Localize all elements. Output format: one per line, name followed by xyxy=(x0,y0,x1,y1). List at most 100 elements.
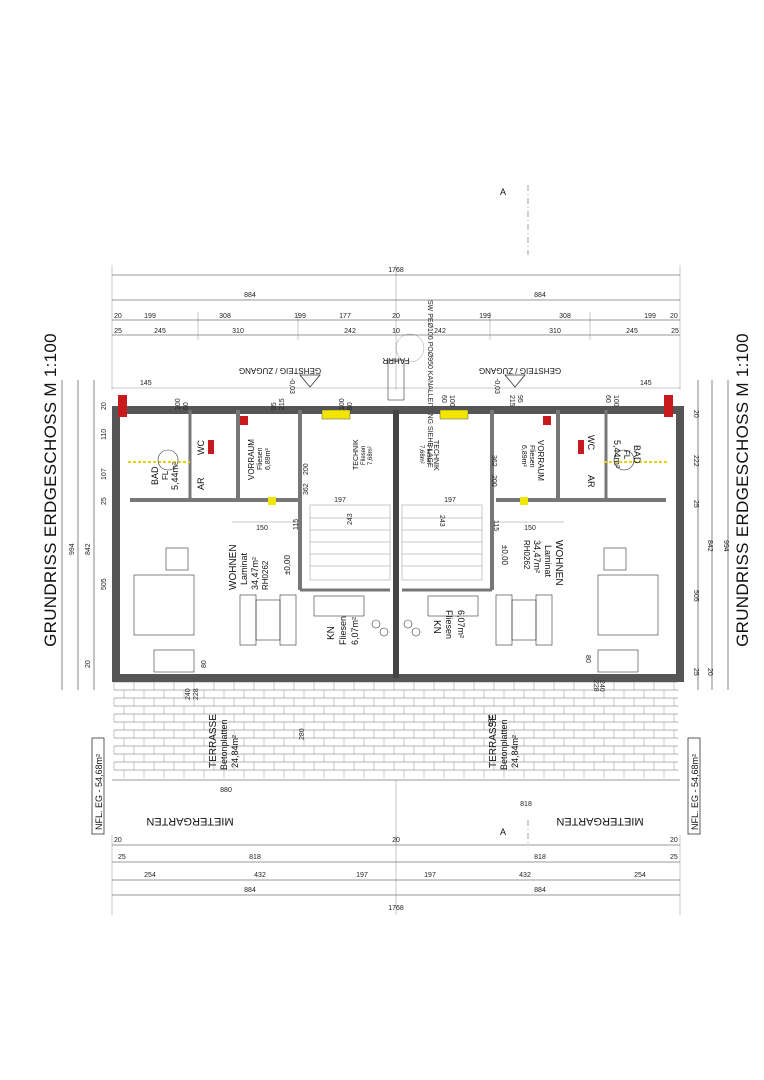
ar-label-left: AR xyxy=(196,477,206,490)
svg-text:215: 215 xyxy=(279,398,286,410)
dim-top2-5: 10 xyxy=(392,328,400,335)
section-marker-bottom: A xyxy=(500,827,506,837)
svg-text:20: 20 xyxy=(692,410,699,418)
technik-floor-left: Fliesen xyxy=(361,446,367,465)
svg-text:197: 197 xyxy=(444,497,456,504)
svg-text:197: 197 xyxy=(334,497,346,504)
wohnen-level-left: ±0,00 xyxy=(283,554,292,575)
svg-text:994: 994 xyxy=(69,543,76,555)
tenant-garden: 880 818 MIETERGARTEN MIETERGARTEN xyxy=(112,779,680,845)
svg-text:150: 150 xyxy=(524,525,536,532)
section-line: A A xyxy=(500,185,529,845)
svg-text:150: 150 xyxy=(256,525,268,532)
svg-text:818: 818 xyxy=(249,854,261,861)
technik-label-right: TECHNIK xyxy=(432,440,439,471)
technik-floor-right: Fliesen xyxy=(425,445,431,464)
dim-145-left: 145 xyxy=(140,380,152,387)
svg-text:243: 243 xyxy=(438,515,445,527)
bad-area-right: 5,44m² xyxy=(612,440,622,468)
terrasse-label-right: TERRASSE xyxy=(488,714,499,768)
svg-text:20: 20 xyxy=(85,660,92,668)
nfl-right: NFL. EG - 54,68m² xyxy=(690,754,700,830)
dim-top-6: 308 xyxy=(559,313,571,320)
wohnen-height-right: RH0262 xyxy=(522,540,531,570)
bad-label-left: BAD xyxy=(150,466,160,485)
street-access: GEHSTEIG / ZUGANG GEHSTEIG / ZUGANG FAHR… xyxy=(112,333,680,401)
svg-text:60: 60 xyxy=(183,402,190,410)
svg-text:197: 197 xyxy=(424,872,436,879)
svg-text:880: 880 xyxy=(220,787,232,794)
wc-label-right: WC xyxy=(586,435,596,450)
terrasse-area-left: 24,84m² xyxy=(230,735,240,768)
dim-top-1: 199 xyxy=(144,313,156,320)
svg-text:200: 200 xyxy=(303,463,310,475)
svg-text:884: 884 xyxy=(534,887,546,894)
vorraum-label-left: VORRAUM xyxy=(247,439,256,480)
wohnen-area-left: 34,47m² xyxy=(250,557,260,590)
svg-text:884: 884 xyxy=(244,887,256,894)
bad-area-left: 5,44m² xyxy=(170,462,180,490)
terrasse-label-left: TERRASSE xyxy=(208,714,219,768)
svg-text:362: 362 xyxy=(490,455,497,467)
plan-title-right: GRUNDRISS ERDGESCHOSS M 1:100 xyxy=(733,333,752,647)
top-dimension-chains: 1768 884 884 20 20 20 199 308 199 177 19… xyxy=(111,265,681,390)
wohnen-floor-left: Laminat xyxy=(239,552,249,585)
dim-top2-1: 25 xyxy=(114,328,122,335)
wohnen-area-right: 34,47m² xyxy=(532,540,542,573)
sidewalk-label-left: GEHSTEIG / ZUGANG xyxy=(239,366,321,375)
dim-top2-2: 245 xyxy=(154,328,166,335)
terrace-paving xyxy=(113,681,678,778)
terrasse-area-right: 24,84m² xyxy=(510,735,520,768)
dim-mid-wall: 20 xyxy=(392,313,400,320)
level-left: -0,03 xyxy=(288,378,295,394)
section-marker-top: A xyxy=(500,187,506,197)
dim-half-right-top: 884 xyxy=(534,292,546,299)
plan-title-left: GRUNDRISS ERDGESCHOSS M 1:100 xyxy=(41,333,60,647)
svg-text:107: 107 xyxy=(101,468,108,480)
bad-floor-right: FL xyxy=(622,450,631,460)
kn-area-right: 6,07m² xyxy=(456,610,466,638)
technik-area-left: 7,68m² xyxy=(368,446,374,465)
svg-text:818: 818 xyxy=(534,854,546,861)
svg-text:20: 20 xyxy=(706,668,713,676)
left-dimension-chain: 994 842 505 20 110 107 25 20 xyxy=(61,380,108,690)
technik-area-right: 7,68m² xyxy=(418,445,424,464)
entry-arrow-left xyxy=(299,374,321,388)
svg-text:100: 100 xyxy=(612,395,619,407)
kn-area-left: 6,07m² xyxy=(350,617,360,645)
svg-text:280: 280 xyxy=(486,715,493,727)
dim-top-3: 199 xyxy=(294,313,306,320)
wohnen-height-left: RH0262 xyxy=(261,560,270,590)
svg-text:100: 100 xyxy=(448,395,455,407)
nfl-boxes: NFL. EG - 54,68m² NFL. EG - 54,68m² xyxy=(91,737,701,835)
svg-text:280: 280 xyxy=(299,728,306,740)
kn-floor-right: Fliesen xyxy=(444,610,454,639)
svg-text:1768: 1768 xyxy=(388,905,404,912)
svg-text:254: 254 xyxy=(634,872,646,879)
dim-top2-3: 310 xyxy=(232,328,244,335)
svg-text:197: 197 xyxy=(356,872,368,879)
svg-text:505: 505 xyxy=(692,590,699,602)
dim-top2-7: 310 xyxy=(549,328,561,335)
dim-top-5: 199 xyxy=(479,313,491,320)
sewer-note: SW PEØ100 POØ950 KANALLEITUNG SIEHE LAGE xyxy=(426,300,433,468)
svg-text:215: 215 xyxy=(508,395,515,407)
svg-text:222: 222 xyxy=(692,455,699,467)
nfl-left: NFL. EG - 54,68m² xyxy=(94,754,104,830)
wohnen-label-left: WOHNEN xyxy=(228,544,239,590)
svg-text:25: 25 xyxy=(101,497,108,505)
svg-text:432: 432 xyxy=(254,872,266,879)
svg-text:254: 254 xyxy=(144,872,156,879)
room-labels-right: BAD FL 5,44m² WC AR VORRAUM Fliesen 6,89… xyxy=(418,435,642,639)
svg-text:842: 842 xyxy=(706,540,713,552)
svg-text:994: 994 xyxy=(722,540,729,552)
svg-text:25: 25 xyxy=(692,668,699,676)
vorraum-area-left: 6,89m² xyxy=(265,448,272,470)
svg-text:80: 80 xyxy=(201,660,208,668)
dim-total-top: 1768 xyxy=(388,267,404,274)
svg-text:818: 818 xyxy=(520,801,532,808)
garden-label-left: MIETERGARTEN xyxy=(146,815,233,827)
svg-text:95: 95 xyxy=(516,395,523,403)
vorraum-floor-right: Fliesen xyxy=(528,445,535,468)
